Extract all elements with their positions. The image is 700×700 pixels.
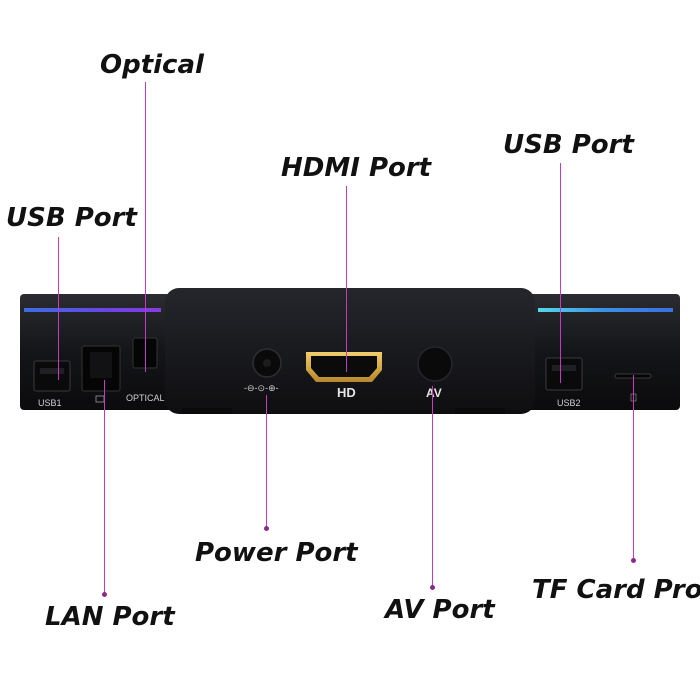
optical-callout: Optical (100, 50, 204, 80)
power-leader (266, 395, 267, 528)
usb-right-leader (560, 163, 561, 383)
power-leader-dot (264, 526, 269, 531)
usb-right-callout: USB Port (503, 130, 634, 160)
tf-card-leader-dot (631, 558, 636, 563)
av-callout: AV Port (385, 595, 495, 625)
hdmi-leader (346, 186, 347, 372)
hdmi-callout: HDMI Port (281, 153, 432, 183)
usb-left-leader (58, 237, 59, 380)
power-callout: Power Port (195, 538, 358, 568)
av-leader (432, 386, 433, 586)
led-strip-right (538, 308, 673, 312)
hd-label: HD (337, 385, 356, 400)
center-housing (165, 288, 535, 414)
tf-card-leader (633, 375, 634, 560)
usb1-port (33, 360, 71, 392)
optical-leader (145, 82, 146, 372)
av-label: AV (426, 386, 442, 400)
tf-card-callout: TF Card Prot (532, 575, 700, 605)
optical-label: OPTICAL (126, 393, 165, 403)
usb2-label: USB2 (557, 398, 581, 408)
led-strip-left (24, 308, 161, 312)
tv-box-device (20, 288, 680, 414)
lan-leader (104, 380, 105, 595)
usb1-label: USB1 (38, 398, 62, 408)
power-symbol: -⊖-⊙-⊕- (244, 383, 279, 393)
usb-left-callout: USB Port (6, 203, 137, 233)
av-jack (417, 346, 453, 382)
usb2-port (545, 357, 583, 391)
av-leader-dot (430, 585, 435, 590)
lan-callout: LAN Port (45, 602, 175, 632)
lan-leader-dot (102, 592, 107, 597)
